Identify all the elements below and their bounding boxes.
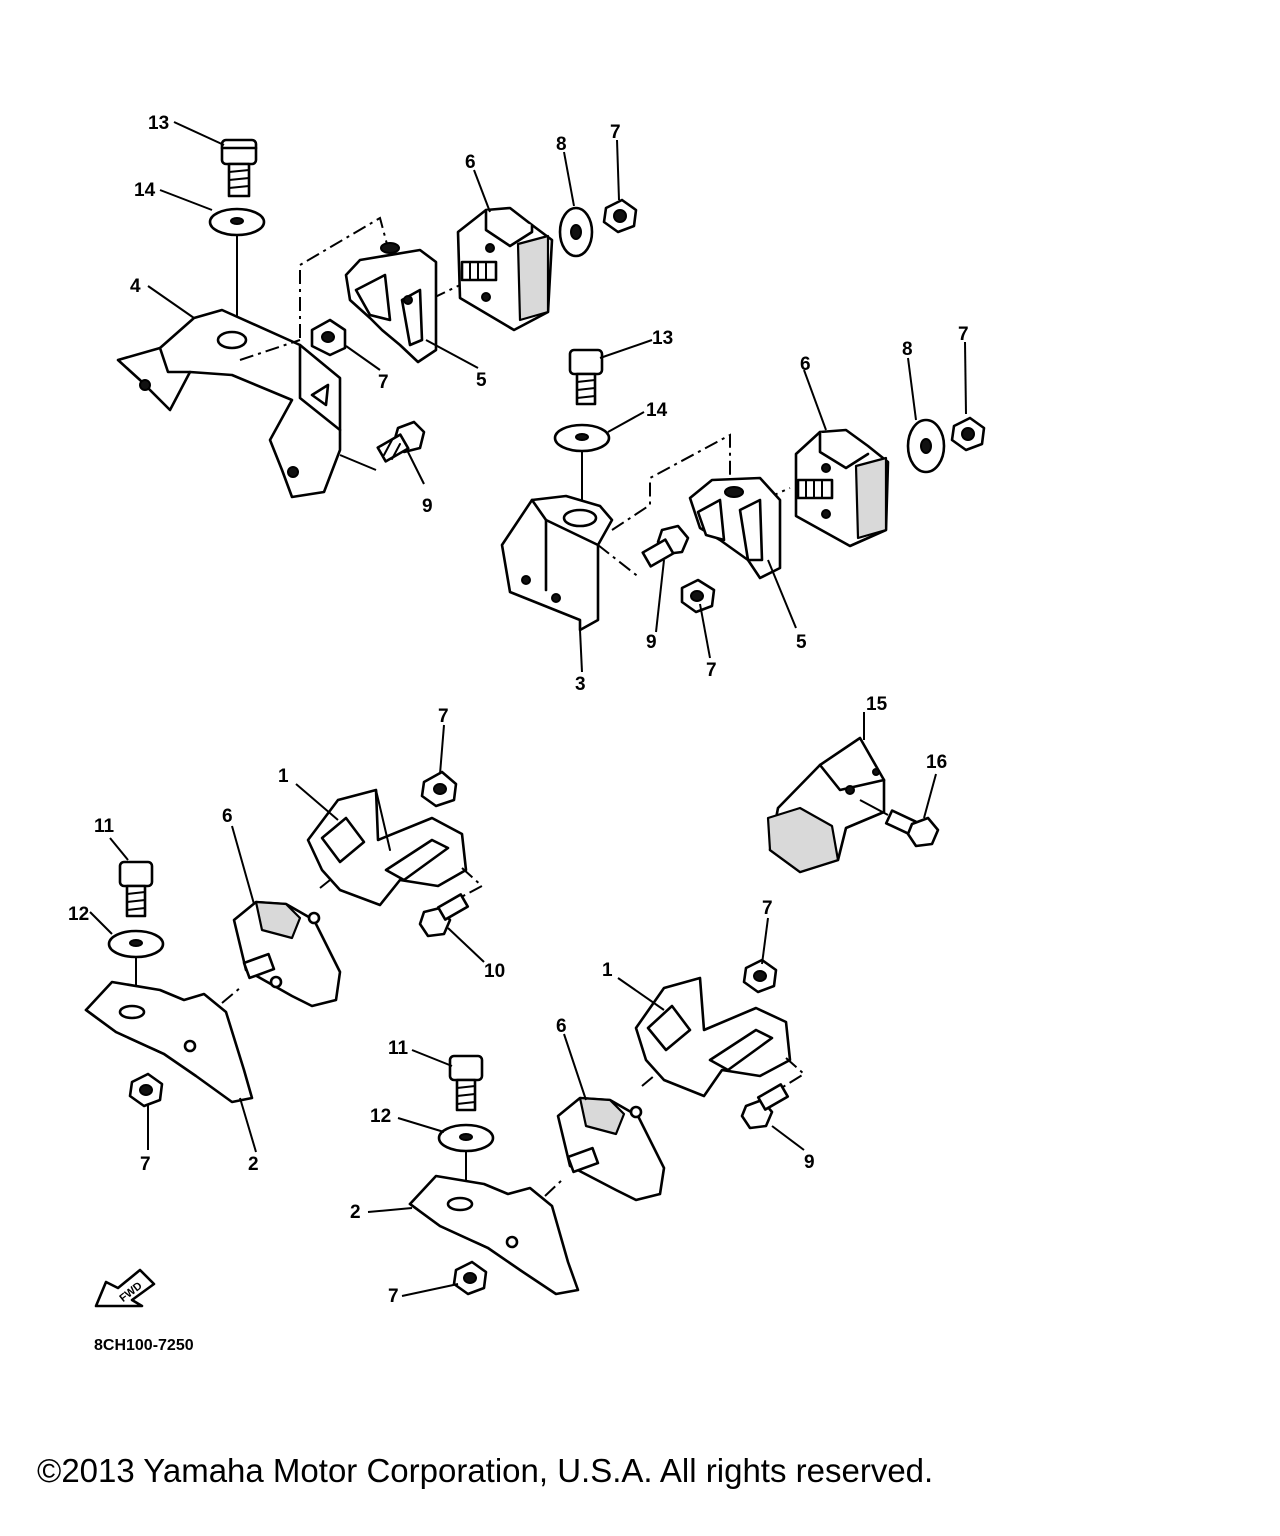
callout-12: 12	[68, 904, 89, 925]
callout-11: 11	[388, 1038, 409, 1059]
callout-15: 15	[866, 694, 888, 715]
callout-4: 4	[130, 276, 141, 297]
washer-8-upper-left	[558, 206, 594, 258]
fwd-arrow-icon: FWD	[94, 1268, 156, 1308]
nut-7-upper-left	[602, 198, 638, 234]
nut-7-lower-left-top	[420, 770, 458, 808]
rubber-mount-6-lower-right	[556, 1096, 666, 1202]
bracket-5-upper-left	[344, 242, 438, 364]
callout-10: 10	[484, 961, 505, 982]
callout-7: 7	[610, 122, 621, 143]
mount-bracket-15	[766, 736, 886, 874]
bracket-5-upper-right	[688, 476, 782, 580]
callout-3: 3	[575, 674, 586, 695]
washer-12-lower-left	[107, 929, 165, 959]
nut-7-upper-right	[950, 416, 986, 452]
nut-7-lower-left	[128, 1072, 164, 1108]
callout-16: 16	[926, 752, 947, 773]
callout-numbers: 13 14 4 6 8 7 7 5 9 13 14 6 8 7 9 7 5 3 …	[68, 113, 969, 1307]
bolt-16	[884, 809, 940, 848]
callout-8: 8	[902, 339, 913, 360]
callout-12: 12	[370, 1106, 391, 1127]
callout-9: 9	[804, 1152, 815, 1173]
callout-6: 6	[465, 152, 476, 173]
callout-1: 1	[602, 960, 613, 981]
diagram-code: 8CH100-7250	[94, 1337, 194, 1354]
callout-5: 5	[476, 370, 487, 391]
callout-7: 7	[378, 372, 389, 393]
callout-13: 13	[652, 328, 673, 349]
bracket-1-lower-right	[634, 976, 792, 1098]
callout-2: 2	[350, 1202, 361, 1223]
bolt-9-upper-right	[641, 524, 690, 568]
rubber-mount-6-lower-left	[232, 900, 342, 1008]
bracket-2-lower-left	[84, 980, 254, 1104]
washer-12-lower-right	[437, 1123, 495, 1153]
callout-7: 7	[140, 1154, 151, 1175]
nut-7-upper-right-lower	[680, 578, 716, 614]
nut-7-lower-right-top	[742, 958, 778, 994]
callout-leaders	[89, 121, 967, 1297]
bracket-1-lower-left	[306, 788, 468, 907]
callout-9: 9	[422, 496, 433, 517]
bolt-11-lower-right	[448, 1054, 484, 1112]
callout-14: 14	[134, 180, 156, 201]
bracket-3	[500, 494, 614, 632]
callout-8: 8	[556, 134, 567, 155]
washer-8-upper-right	[906, 418, 946, 474]
callout-7: 7	[438, 706, 449, 727]
rubber-mount-6-upper-right	[794, 428, 890, 548]
callout-9: 9	[646, 632, 657, 653]
callout-7: 7	[762, 898, 773, 919]
bolt-9-lower-right	[740, 1083, 790, 1130]
nut-7-lower-right	[452, 1260, 488, 1296]
washer-14-upper-left	[208, 207, 266, 237]
callout-5: 5	[796, 632, 807, 653]
bolt-9-upper-left	[376, 420, 426, 463]
callout-6: 6	[556, 1016, 567, 1037]
callout-7: 7	[388, 1286, 399, 1307]
callout-7: 7	[958, 324, 969, 345]
nut-7-upper-left-lower	[310, 318, 347, 357]
callout-7: 7	[706, 660, 717, 681]
callout-1: 1	[278, 766, 289, 787]
bracket-2-lower-right	[408, 1174, 580, 1296]
callout-6: 6	[222, 806, 233, 827]
bolt-13-upper-left	[220, 138, 258, 198]
bolt-10	[418, 893, 470, 938]
callout-13: 13	[148, 113, 169, 134]
callout-11: 11	[94, 816, 115, 837]
rubber-mount-6-upper-left	[456, 206, 554, 332]
callout-6: 6	[800, 354, 811, 375]
bolt-13-upper-right	[568, 348, 604, 406]
callout-2: 2	[248, 1154, 259, 1175]
bracket-4	[116, 308, 342, 499]
bolt-11-lower-left	[118, 860, 154, 918]
callout-14: 14	[646, 400, 668, 421]
washer-14-upper-right	[553, 423, 611, 453]
copyright-notice: ©2013 Yamaha Motor Corporation, U.S.A. A…	[37, 1452, 934, 1489]
